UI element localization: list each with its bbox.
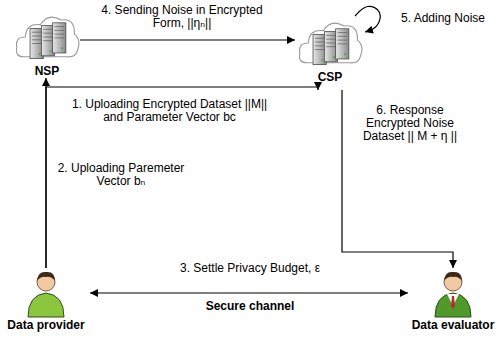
server-slot [55,26,64,27]
self-loop-arrow [355,6,380,32]
server-slot [55,30,64,31]
server-led [333,56,335,58]
flow-arrow [90,292,408,293]
server-led [50,50,52,52]
server-slot [338,36,347,37]
server-node: NSP [14,8,80,78]
server-slot [43,36,52,37]
server-slot [315,49,324,50]
server-slot [326,39,335,40]
server-slot [43,29,52,30]
person-body [28,293,64,317]
server-slot [326,35,335,36]
channel-label: Secure channel [150,299,350,313]
server-tower [336,29,349,59]
server-slot [55,34,64,35]
person-icon [428,268,478,318]
server-slot [338,40,347,41]
actor-node: Data provider [2,268,90,332]
flow-arrow [80,39,295,40]
server-slot [326,46,335,47]
edge-label: 4. Sending Noise in Encrypted Form, ||ηₙ… [92,4,272,30]
edge-label: 2. Uploading Paremeter Vector bₙ [56,162,186,188]
server-led [61,47,63,49]
person-icon [21,268,71,318]
server-icon [297,14,363,70]
server-slot [32,36,41,37]
person-body [435,293,471,317]
server-led [39,53,41,55]
edge-label: 6. Response Encrypted Noise Dataset || M… [354,104,466,143]
server-slot [43,33,52,34]
server-led [344,53,346,55]
node-label: NSP [14,64,80,78]
server-icon [14,8,80,64]
person-hair [444,272,462,281]
server-slot [32,39,41,40]
server-slot [32,32,41,33]
flow-arrow [45,78,46,268]
server-led [322,59,324,61]
server-slot [43,40,52,41]
server-tower [53,23,66,53]
cloud-outline [299,23,361,63]
server-slot [315,42,324,43]
edge-label: 1. Uploading Encrypted Dataset ||M|| and… [62,98,277,124]
server-node: CSP [295,14,365,90]
server-slot [32,43,41,44]
cloud-outline [16,17,78,57]
server-slot [55,37,64,38]
flow-arrow [46,87,318,268]
server-slot [338,43,347,44]
server-slot [315,45,324,46]
node-label: CSP [295,70,365,84]
node-label: Data provider [2,318,90,332]
actor-node: Data evaluator [408,268,498,332]
server-slot [326,42,335,43]
server-slot [338,32,347,33]
node-label: Data evaluator [408,318,498,332]
server-slot [315,38,324,39]
edge-label: 3. Settle Privacy Budget, ε [150,262,350,275]
person-hair [37,272,55,281]
tie [451,296,455,309]
edge-label: 5. Adding Noise [388,12,498,25]
